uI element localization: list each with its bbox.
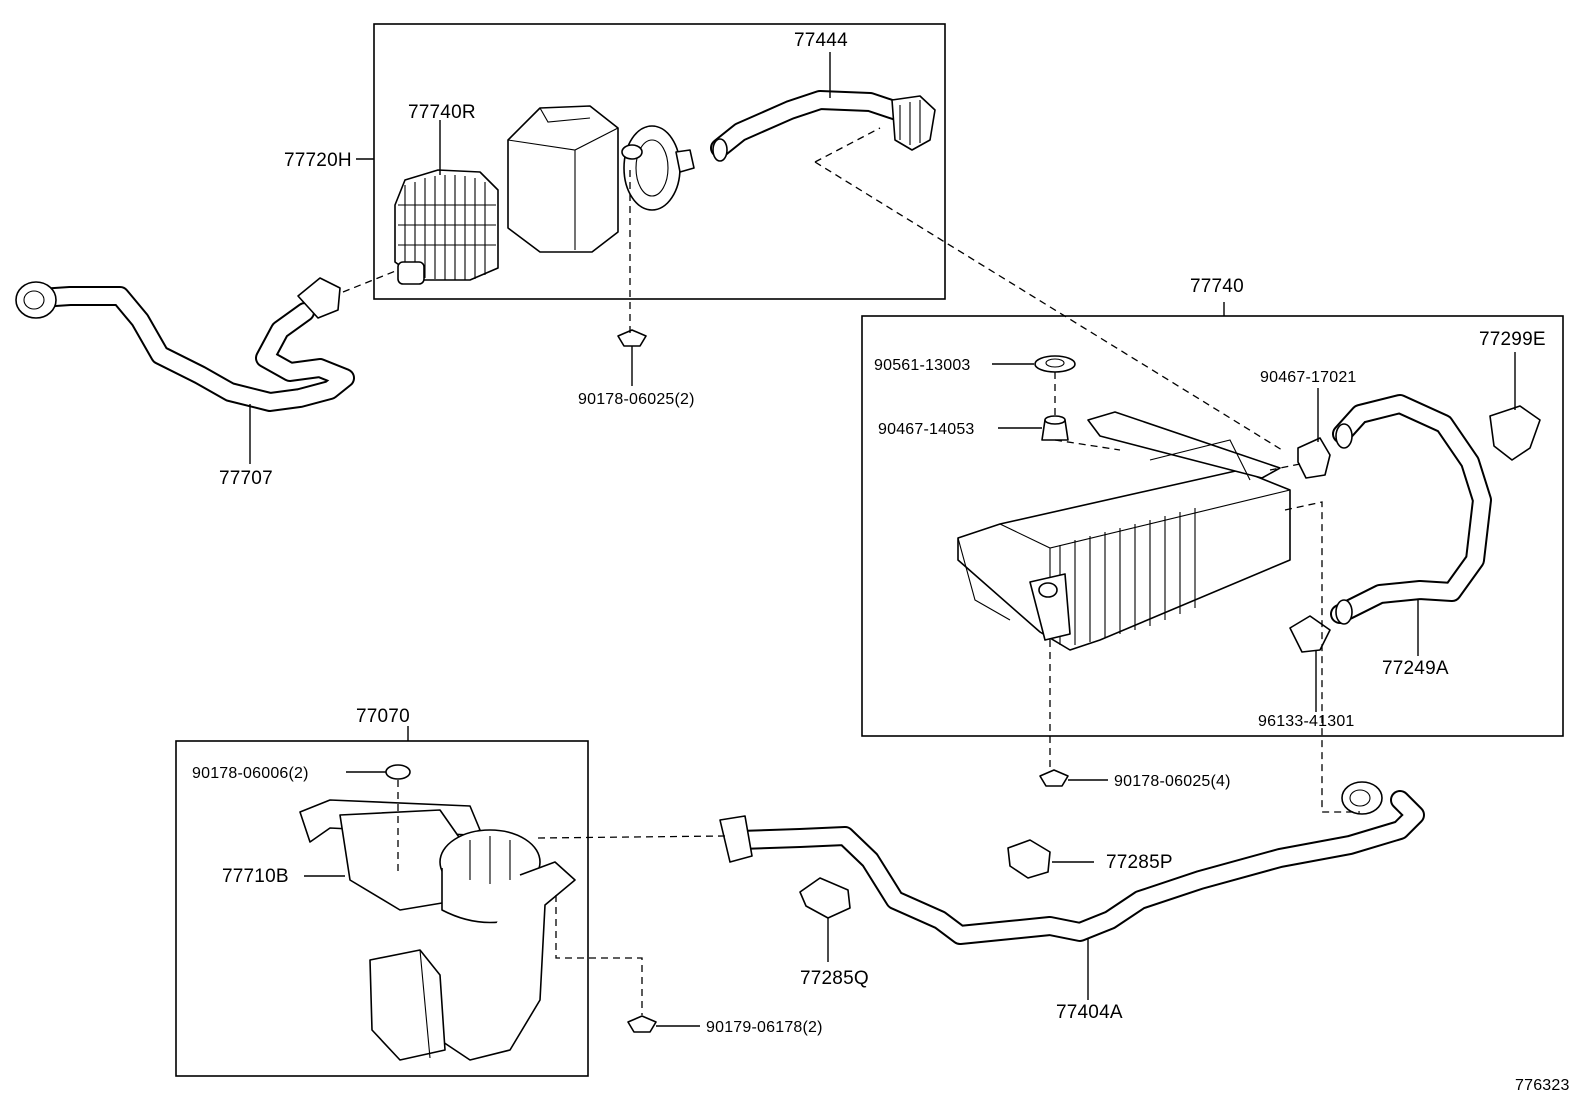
clip-77285p xyxy=(1007,839,1051,879)
label-77070: 77070 xyxy=(356,706,410,727)
assembly-dashed-lines xyxy=(342,127,1360,1015)
clip-77285q xyxy=(799,877,851,919)
frame-77720h xyxy=(373,23,946,300)
label-77299e: 77299E xyxy=(1479,329,1546,350)
hose-77249a xyxy=(1330,394,1492,625)
label-77707: 77707 xyxy=(219,468,273,489)
label-90179-06178-2: 90179-06178(2) xyxy=(706,1019,823,1036)
leader-lines xyxy=(249,52,1516,1027)
label-90467-17021: 90467-17021 xyxy=(1260,369,1357,386)
clip-77299e xyxy=(1489,405,1541,461)
vsv-assembly-77720h xyxy=(394,105,695,285)
washer-90561-13003 xyxy=(1034,355,1076,373)
clamp-96133-41301 xyxy=(1289,615,1331,653)
hose-77444 xyxy=(710,90,936,162)
pump-module-77070 xyxy=(299,764,576,1061)
label-77720h: 77720H xyxy=(284,150,352,171)
clamp-90467-17021 xyxy=(1297,437,1331,479)
label-90467-14053: 90467-14053 xyxy=(878,421,975,438)
label-77249a: 77249A xyxy=(1382,658,1449,679)
frame-77740 xyxy=(861,315,1564,737)
label-77740r: 77740R xyxy=(408,102,476,123)
label-90178-06025-2: 90178-06025(2) xyxy=(578,391,695,408)
label-77740: 77740 xyxy=(1190,276,1244,297)
label-90178-06006-2: 90178-06006(2) xyxy=(192,765,309,782)
hose-77404a xyxy=(719,781,1425,945)
label-77710b: 77710B xyxy=(222,866,289,887)
clip-90178-06025-bottom xyxy=(1039,769,1069,787)
label-77285q: 77285Q xyxy=(800,968,869,989)
label-77404a: 77404A xyxy=(1056,1002,1123,1023)
clip-90179-06178 xyxy=(627,1015,657,1033)
charcoal-canister xyxy=(957,411,1291,651)
clip-90178-06025-top xyxy=(617,329,647,347)
hose-77707 xyxy=(15,277,355,412)
label-90178-06025-4: 90178-06025(4) xyxy=(1114,773,1231,790)
label-77285p: 77285P xyxy=(1106,852,1173,873)
label-96133-41301: 96133-41301 xyxy=(1258,713,1355,730)
label-77444: 77444 xyxy=(794,30,848,51)
diagram-id: 776323 xyxy=(1515,1077,1570,1094)
frame-77070 xyxy=(175,740,589,1077)
label-90561-13003: 90561-13003 xyxy=(874,357,971,374)
